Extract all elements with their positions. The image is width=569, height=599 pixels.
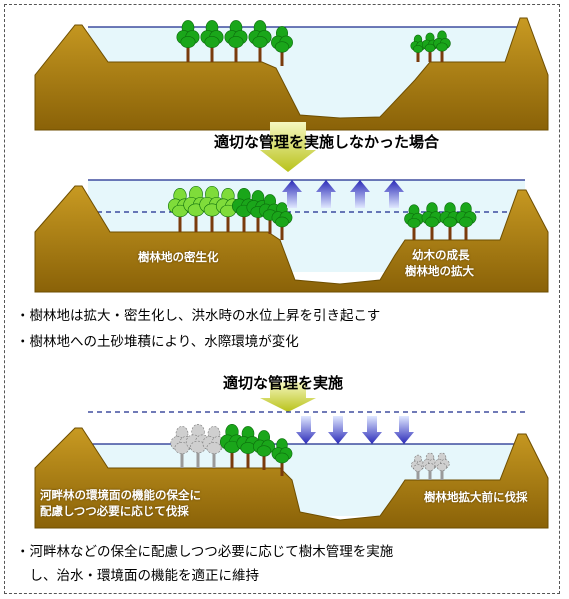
down-arrow-icon [394, 416, 414, 444]
tree-group-panel-1 [176, 20, 451, 66]
tree-icon [433, 30, 451, 62]
label-young-tree-growth: 幼木の成長 [412, 248, 470, 262]
water-rise-arrows [282, 180, 404, 208]
up-arrow-icon [282, 180, 302, 208]
down-arrow-icon [296, 416, 316, 444]
label-forest-expansion: 樹林地の拡大 [405, 264, 474, 278]
cut-tree-icon [434, 452, 450, 480]
tree-icon [271, 26, 293, 66]
caption-arrow-2 [260, 382, 316, 412]
down-arrow-icon [328, 416, 348, 444]
tree-group-panel-2 [167, 185, 477, 240]
panel-2-unmanaged [34, 179, 549, 293]
riverbed-terrain [34, 185, 549, 293]
label-selective-cutting-2: 配慮しつつ必要に応じて伐採 [40, 504, 189, 518]
tree-group-panel-3 [170, 424, 450, 480]
water-fall-arrows [296, 416, 414, 444]
label-selective-cutting-1: 河畔林の環境面の機能の保全に [40, 488, 201, 502]
tree-icon [176, 20, 200, 62]
riverbed-terrain [34, 17, 549, 131]
panel-3-managed [34, 411, 549, 529]
cut-tree-icon [202, 426, 226, 468]
tree-icon [410, 34, 426, 62]
riverbed-terrain [34, 427, 549, 529]
label-cut-before-expansion: 樹林地拡大前に伐採 [424, 490, 528, 504]
caption-arrow-1 [260, 122, 316, 172]
note-unmanaged-2: ・樹林地への土砂堆積により、水際環境が変化 [16, 334, 299, 350]
tree-icon [248, 20, 272, 62]
diagram-frame [4, 4, 560, 594]
tree-icon [271, 438, 293, 476]
up-arrow-icon [316, 180, 336, 208]
note-managed-2: し、治水・環境面の機能を適正に維持 [16, 568, 259, 584]
caption-management: 適切な管理を実施 [223, 374, 344, 392]
note-unmanaged-1: ・樹林地は拡大・密生化し、洪水時の水位上昇を引き起こす [16, 308, 381, 324]
tree-icon [224, 20, 248, 62]
tree-icon [199, 185, 225, 232]
tree-icon [253, 430, 275, 470]
tree-icon [455, 202, 477, 240]
down-arrow-icon [362, 416, 382, 444]
up-arrow-icon [350, 180, 370, 208]
note-managed-1: ・河畔林などの保全に配慮しつつ必要に応じて樹木管理を実施 [16, 544, 394, 560]
tree-icon [421, 202, 443, 240]
panel-1-current [34, 17, 549, 131]
caption-no-management: 適切な管理を実施しなかった場合 [214, 133, 440, 151]
up-arrow-icon [384, 180, 404, 208]
tree-icon [404, 204, 424, 240]
tree-icon [271, 202, 293, 240]
label-dense-forest: 樹林地の密生化 [138, 250, 219, 264]
tree-icon [200, 20, 224, 62]
